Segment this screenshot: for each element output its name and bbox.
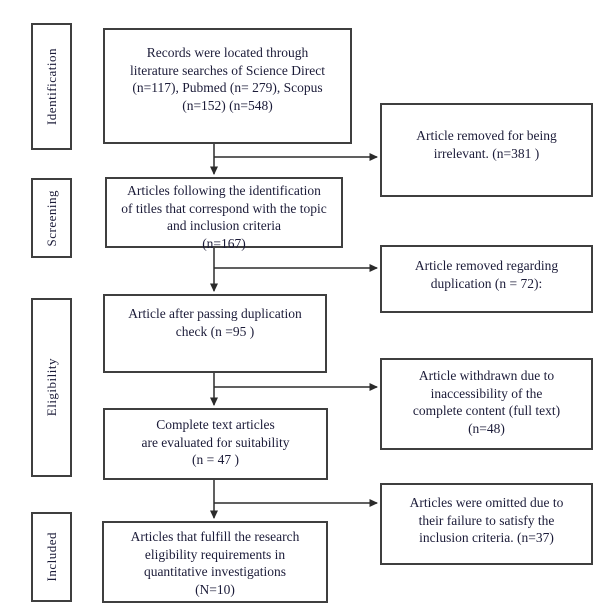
stage-eligibility: Eligibility (31, 298, 72, 477)
fulltext-evaluation-box: Complete text articles are evaluated for… (103, 408, 328, 480)
stage-eligibility-label: Eligibility (43, 358, 59, 417)
stage-included-label: Included (43, 532, 59, 582)
included-articles-text: Articles that fulfill the research eligi… (130, 529, 300, 597)
duplication-check-text: Article after passing duplication check … (128, 306, 302, 339)
irrelevant-removed-box: Article removed for being irrelevant. (n… (380, 103, 593, 197)
titles-identification-text: Articles following the identification of… (121, 183, 327, 251)
duplication-check-box: Article after passing duplication check … (103, 294, 327, 373)
fulltext-evaluation-text: Complete text articles are evaluated for… (141, 417, 290, 467)
fulltext-inaccessible-box: Article withdrawn due to inaccessibility… (380, 358, 593, 450)
inclusion-criteria-omitted-box: Articles were omitted due to their failu… (380, 483, 593, 565)
stage-identification-label: Identification (43, 47, 59, 126)
records-located-box: Records were located through literature … (103, 28, 352, 144)
stage-included: Included (31, 512, 72, 602)
inclusion-criteria-omitted-text: Articles were omitted due to their failu… (409, 495, 564, 545)
irrelevant-removed-text: Article removed for being irrelevant. (n… (416, 128, 557, 161)
stage-screening: Screening (31, 178, 72, 258)
stage-identification: Identification (31, 23, 72, 150)
titles-identification-box: Articles following the identification of… (105, 177, 343, 251)
fulltext-inaccessible-text: Article withdrawn due to inaccessibility… (412, 368, 561, 436)
duplication-removed-box: Article removed regarding duplication (n… (380, 245, 593, 313)
records-located-text: Records were located through literature … (130, 45, 325, 113)
duplication-removed-text: Article removed regarding duplication (n… (414, 258, 559, 291)
included-articles-box: Articles that fulfill the research eligi… (102, 521, 328, 603)
stage-screening-label: Screening (43, 189, 59, 247)
